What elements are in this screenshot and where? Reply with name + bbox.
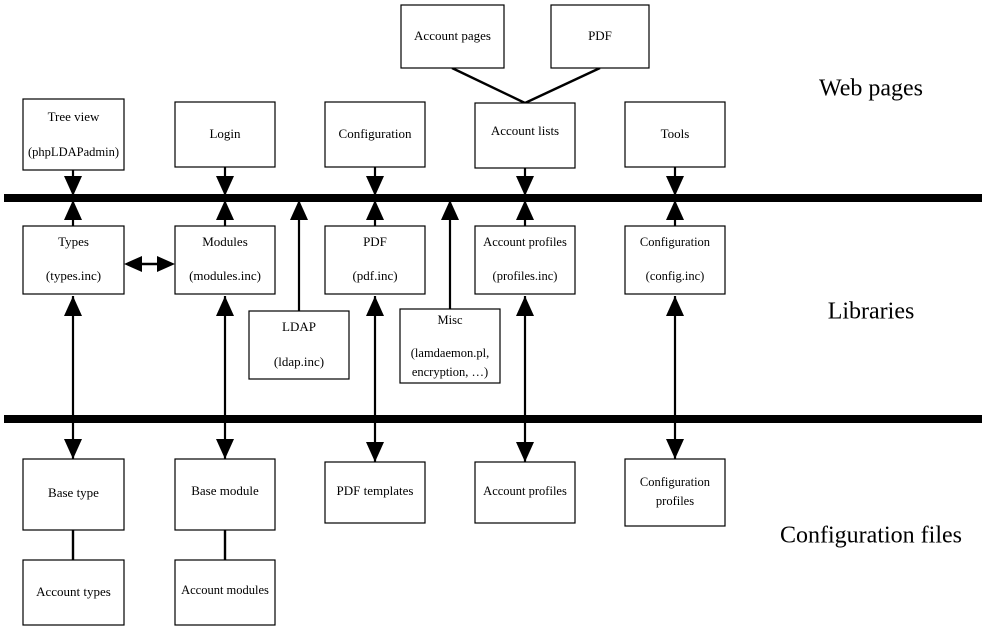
edge-profiles-down: [516, 421, 534, 462]
edge-account-pages-to-account-lists: [451, 66, 526, 105]
node-login[interactable]: Login: [174, 101, 276, 168]
edge-profiles-files-to-profiles-lib: [516, 296, 534, 415]
edge-pdf-templates-to-pdf-lib: [366, 296, 384, 415]
node-account-modules-label-0: Account modules: [181, 583, 269, 597]
node-tools[interactable]: Tools: [624, 101, 726, 168]
node-misc-lib-label-0: Misc: [438, 313, 463, 327]
divider-libraries-config: [4, 415, 982, 423]
divider-web-libraries: [4, 194, 982, 202]
node-base-type[interactable]: Base type: [22, 458, 125, 531]
node-types-lib[interactable]: Types (types.inc): [22, 225, 125, 295]
edge-misc-up-to-bar: [441, 200, 459, 309]
node-pdf-source[interactable]: PDF: [550, 4, 650, 69]
edge-configuration-bar: [366, 167, 384, 226]
node-account-lists-label-0: Account lists: [491, 123, 559, 138]
node-account-profiles-lib[interactable]: Account profiles (profiles.inc): [474, 225, 576, 295]
node-account-modules[interactable]: Account modules: [174, 559, 276, 626]
edge-account-lists-bar: [516, 168, 534, 226]
node-ldap-lib-label-0: LDAP: [282, 319, 316, 334]
band-label-web-pages: Web pages: [819, 76, 923, 102]
node-pdf-lib[interactable]: PDF (pdf.inc): [324, 225, 426, 295]
node-pdf-lib-label-1: (pdf.inc): [352, 268, 397, 283]
node-configuration-lib-label-1: (config.inc): [646, 269, 705, 283]
edge-base-module-to-modules: [216, 296, 234, 415]
node-account-types-label-0: Account types: [36, 584, 111, 599]
band-label-libraries-text: Libraries: [828, 299, 915, 325]
node-account-profiles-lib-label-0: Account profiles: [483, 235, 567, 249]
band-label-libraries: Libraries: [828, 299, 915, 325]
node-misc-lib[interactable]: Misc (lamdaemon.pl, encryption, …): [399, 308, 501, 384]
node-base-module-label-0: Base module: [191, 483, 259, 498]
node-tree-view-label-1: (phpLDAPadmin): [28, 145, 119, 159]
node-configuration-profiles-files[interactable]: Configuration profiles: [624, 458, 726, 527]
node-ldap-lib[interactable]: LDAP (ldap.inc): [248, 310, 350, 380]
edge-base-type-to-types: [64, 296, 82, 415]
node-modules-lib-label-0: Modules: [202, 234, 248, 249]
node-pdf-source-label-0: PDF: [588, 28, 612, 43]
node-tools-label-0: Tools: [661, 126, 690, 141]
node-account-pages-label-0: Account pages: [414, 28, 491, 43]
node-account-pages[interactable]: Account pages: [400, 4, 505, 69]
node-tree-view-label-0: Tree view: [48, 109, 100, 124]
node-configuration-profiles-files-label-0: Configuration: [640, 475, 711, 489]
edge-ldap-up-to-bar: [290, 200, 308, 311]
node-modules-lib[interactable]: Modules (modules.inc): [174, 225, 276, 295]
edge-types-down: [64, 421, 82, 459]
node-configuration-profiles-files-label-1: profiles: [656, 494, 694, 508]
band-label-web-pages-text: Web pages: [819, 76, 923, 102]
node-misc-lib-label-1: (lamdaemon.pl,: [411, 346, 489, 360]
node-account-types[interactable]: Account types: [22, 559, 125, 626]
edge-config-down: [666, 421, 684, 459]
node-misc-lib-label-2: encryption, …): [412, 365, 488, 379]
node-login-label-0: Login: [209, 126, 241, 141]
node-types-lib-label-0: Types: [58, 234, 89, 249]
node-tree-view[interactable]: Tree view (phpLDAPadmin): [22, 98, 125, 171]
band-label-configuration-files: Configuration files: [780, 523, 962, 549]
edge-login-bar: [216, 167, 234, 226]
node-account-lists[interactable]: Account lists: [474, 102, 576, 169]
node-account-profiles-files[interactable]: Account profiles: [474, 461, 576, 524]
node-types-lib-label-1: (types.inc): [46, 268, 101, 283]
node-pdf-templates[interactable]: PDF templates: [324, 461, 426, 524]
node-pdf-lib-label-0: PDF: [363, 234, 387, 249]
node-base-type-label-0: Base type: [48, 485, 99, 500]
node-pdf-templates-label-0: PDF templates: [337, 483, 414, 498]
node-configuration-web[interactable]: Configuration: [324, 101, 426, 168]
node-account-profiles-files-label-0: Account profiles: [483, 484, 567, 498]
band-label-configuration-files-text: Configuration files: [780, 523, 962, 549]
node-configuration-lib[interactable]: Configuration (config.inc): [624, 225, 726, 295]
edge-tools-bar: [666, 167, 684, 226]
node-account-profiles-lib-label-1: (profiles.inc): [493, 269, 558, 283]
edge-types-modules: [124, 256, 175, 272]
node-base-module[interactable]: Base module: [174, 458, 276, 531]
node-configuration-lib-label-0: Configuration: [640, 235, 711, 249]
edge-modules-down: [216, 421, 234, 459]
edge-pdf-to-account-lists: [524, 66, 601, 105]
edge-pdf-down: [366, 421, 384, 462]
node-modules-lib-label-1: (modules.inc): [189, 268, 261, 283]
edge-config-files-to-config-lib: [666, 296, 684, 415]
edge-tree-view-bar: [64, 170, 82, 226]
node-ldap-lib-label-1: (ldap.inc): [274, 354, 324, 369]
node-configuration-web-label-0: Configuration: [339, 126, 412, 141]
